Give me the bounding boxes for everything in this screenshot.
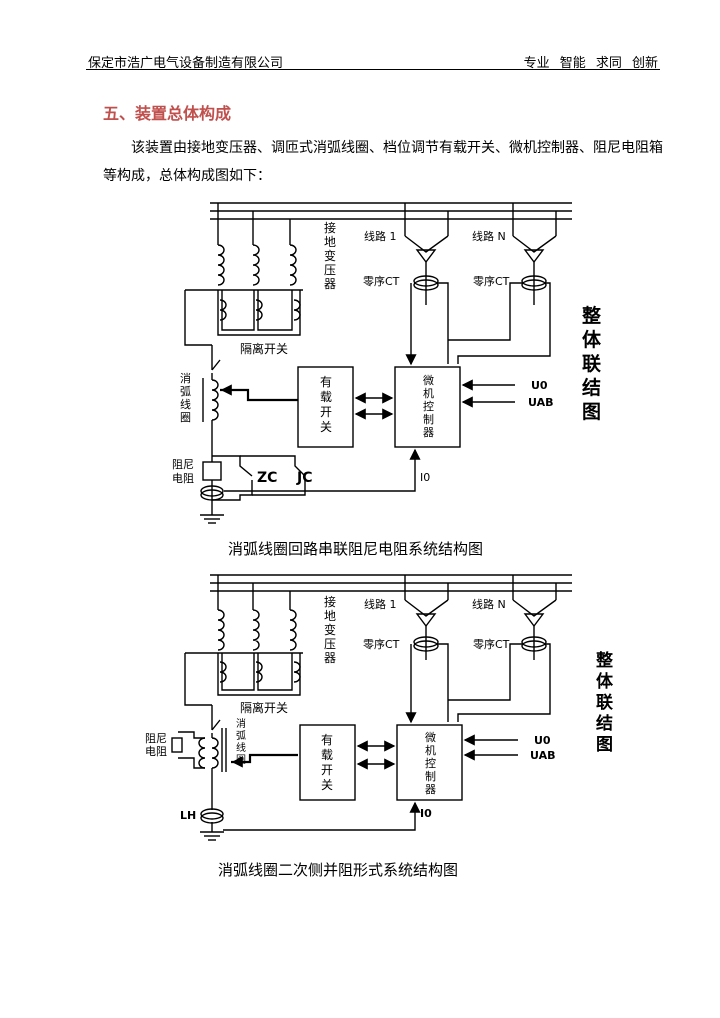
tap-switch-2 [299, 724, 356, 801]
diagram-1: 接地变压器 隔离开关 消弧线圈 有载开关 微机控制器 U0 UAB [172, 202, 602, 558]
resistor-label-1: 阻尼电阻 [172, 458, 194, 485]
uab-label-1: UAB [528, 396, 554, 409]
zc-label: ZC [257, 470, 277, 486]
feeder-1-line1 [404, 203, 449, 366]
controller-label-2: 微机控制器 [425, 730, 436, 796]
tap-switch-label-1: 有载开关 [320, 375, 332, 434]
side-title-2: 整体联结图 [596, 650, 614, 755]
resistor-label-2: 阻尼电阻 [145, 732, 167, 758]
lh-label: LH [180, 809, 196, 822]
io-label-2: I0 [420, 807, 432, 820]
busbar-2 [210, 574, 572, 592]
diagram-2: 接地变压器 隔离开关 消弧线圈 阻尼电阻 有载开关 [145, 574, 614, 879]
u0-label-2: U0 [534, 734, 551, 747]
isolator-label-1: 隔离开关 [240, 341, 288, 356]
jc-label: JC [296, 470, 312, 486]
line1-label-1: 线路 1 [364, 229, 397, 243]
feeder-2-lineN [448, 575, 557, 722]
coil-2 [171, 705, 298, 810]
coil-1 [202, 345, 298, 462]
uab-label-2: UAB [530, 749, 556, 762]
caption-2: 消弧线圈二次侧并阻形式系统结构图 [218, 861, 458, 879]
side-title-1: 整体联结图 [582, 304, 602, 423]
controller-2 [396, 724, 463, 801]
line1-label-2: 线路 1 [364, 597, 397, 611]
controller-1 [394, 366, 461, 448]
busbar-1 [210, 202, 572, 220]
intro-paragraph: 该装置由接地变压器、调匝式消弧线圈、档位调节有载开关、微机控制器、阻尼电阻箱等构… [103, 140, 663, 184]
transformer-label-2: 接地变压器 [324, 594, 336, 665]
coil-label-2: 消弧线圈 [236, 717, 246, 766]
header-rule [86, 69, 660, 70]
ct-label-1b: 零序CT [473, 274, 510, 288]
feeder-1-lineN [448, 203, 557, 364]
isolator-label-2: 隔离开关 [240, 700, 288, 715]
ct-label-2b: 零序CT [473, 637, 510, 651]
lh-ground-2 [200, 801, 421, 841]
controller-label-1: 微机控制器 [423, 373, 434, 439]
section-title: 五、装置总体构成 [103, 104, 232, 123]
header-slogan: 专业 智能 求同 创新 [523, 56, 658, 71]
coil-label-1: 消弧线圈 [180, 371, 191, 424]
tap-switch-label-2: 有载开关 [321, 733, 333, 792]
ct-label-2a: 零序CT [363, 637, 400, 651]
io-label-1: I0 [420, 471, 430, 484]
grounding-transformer-1 [184, 203, 303, 346]
feeder-2-line1 [404, 575, 449, 724]
u0-label-1: U0 [531, 379, 548, 392]
lineN-label-1: 线路 N [472, 229, 506, 243]
header-company: 保定市浩广电气设备制造有限公司 [88, 56, 284, 71]
lineN-label-2: 线路 N [472, 597, 506, 611]
transformer-label-1: 接地变压器 [324, 220, 336, 291]
tap-switch-1 [297, 366, 354, 448]
damping-resistor-1 [200, 448, 421, 524]
ct-label-1a: 零序CT [363, 274, 400, 288]
grounding-transformer-2 [184, 575, 303, 706]
caption-1: 消弧线圈回路串联阻尼电阻系统结构图 [228, 540, 483, 558]
